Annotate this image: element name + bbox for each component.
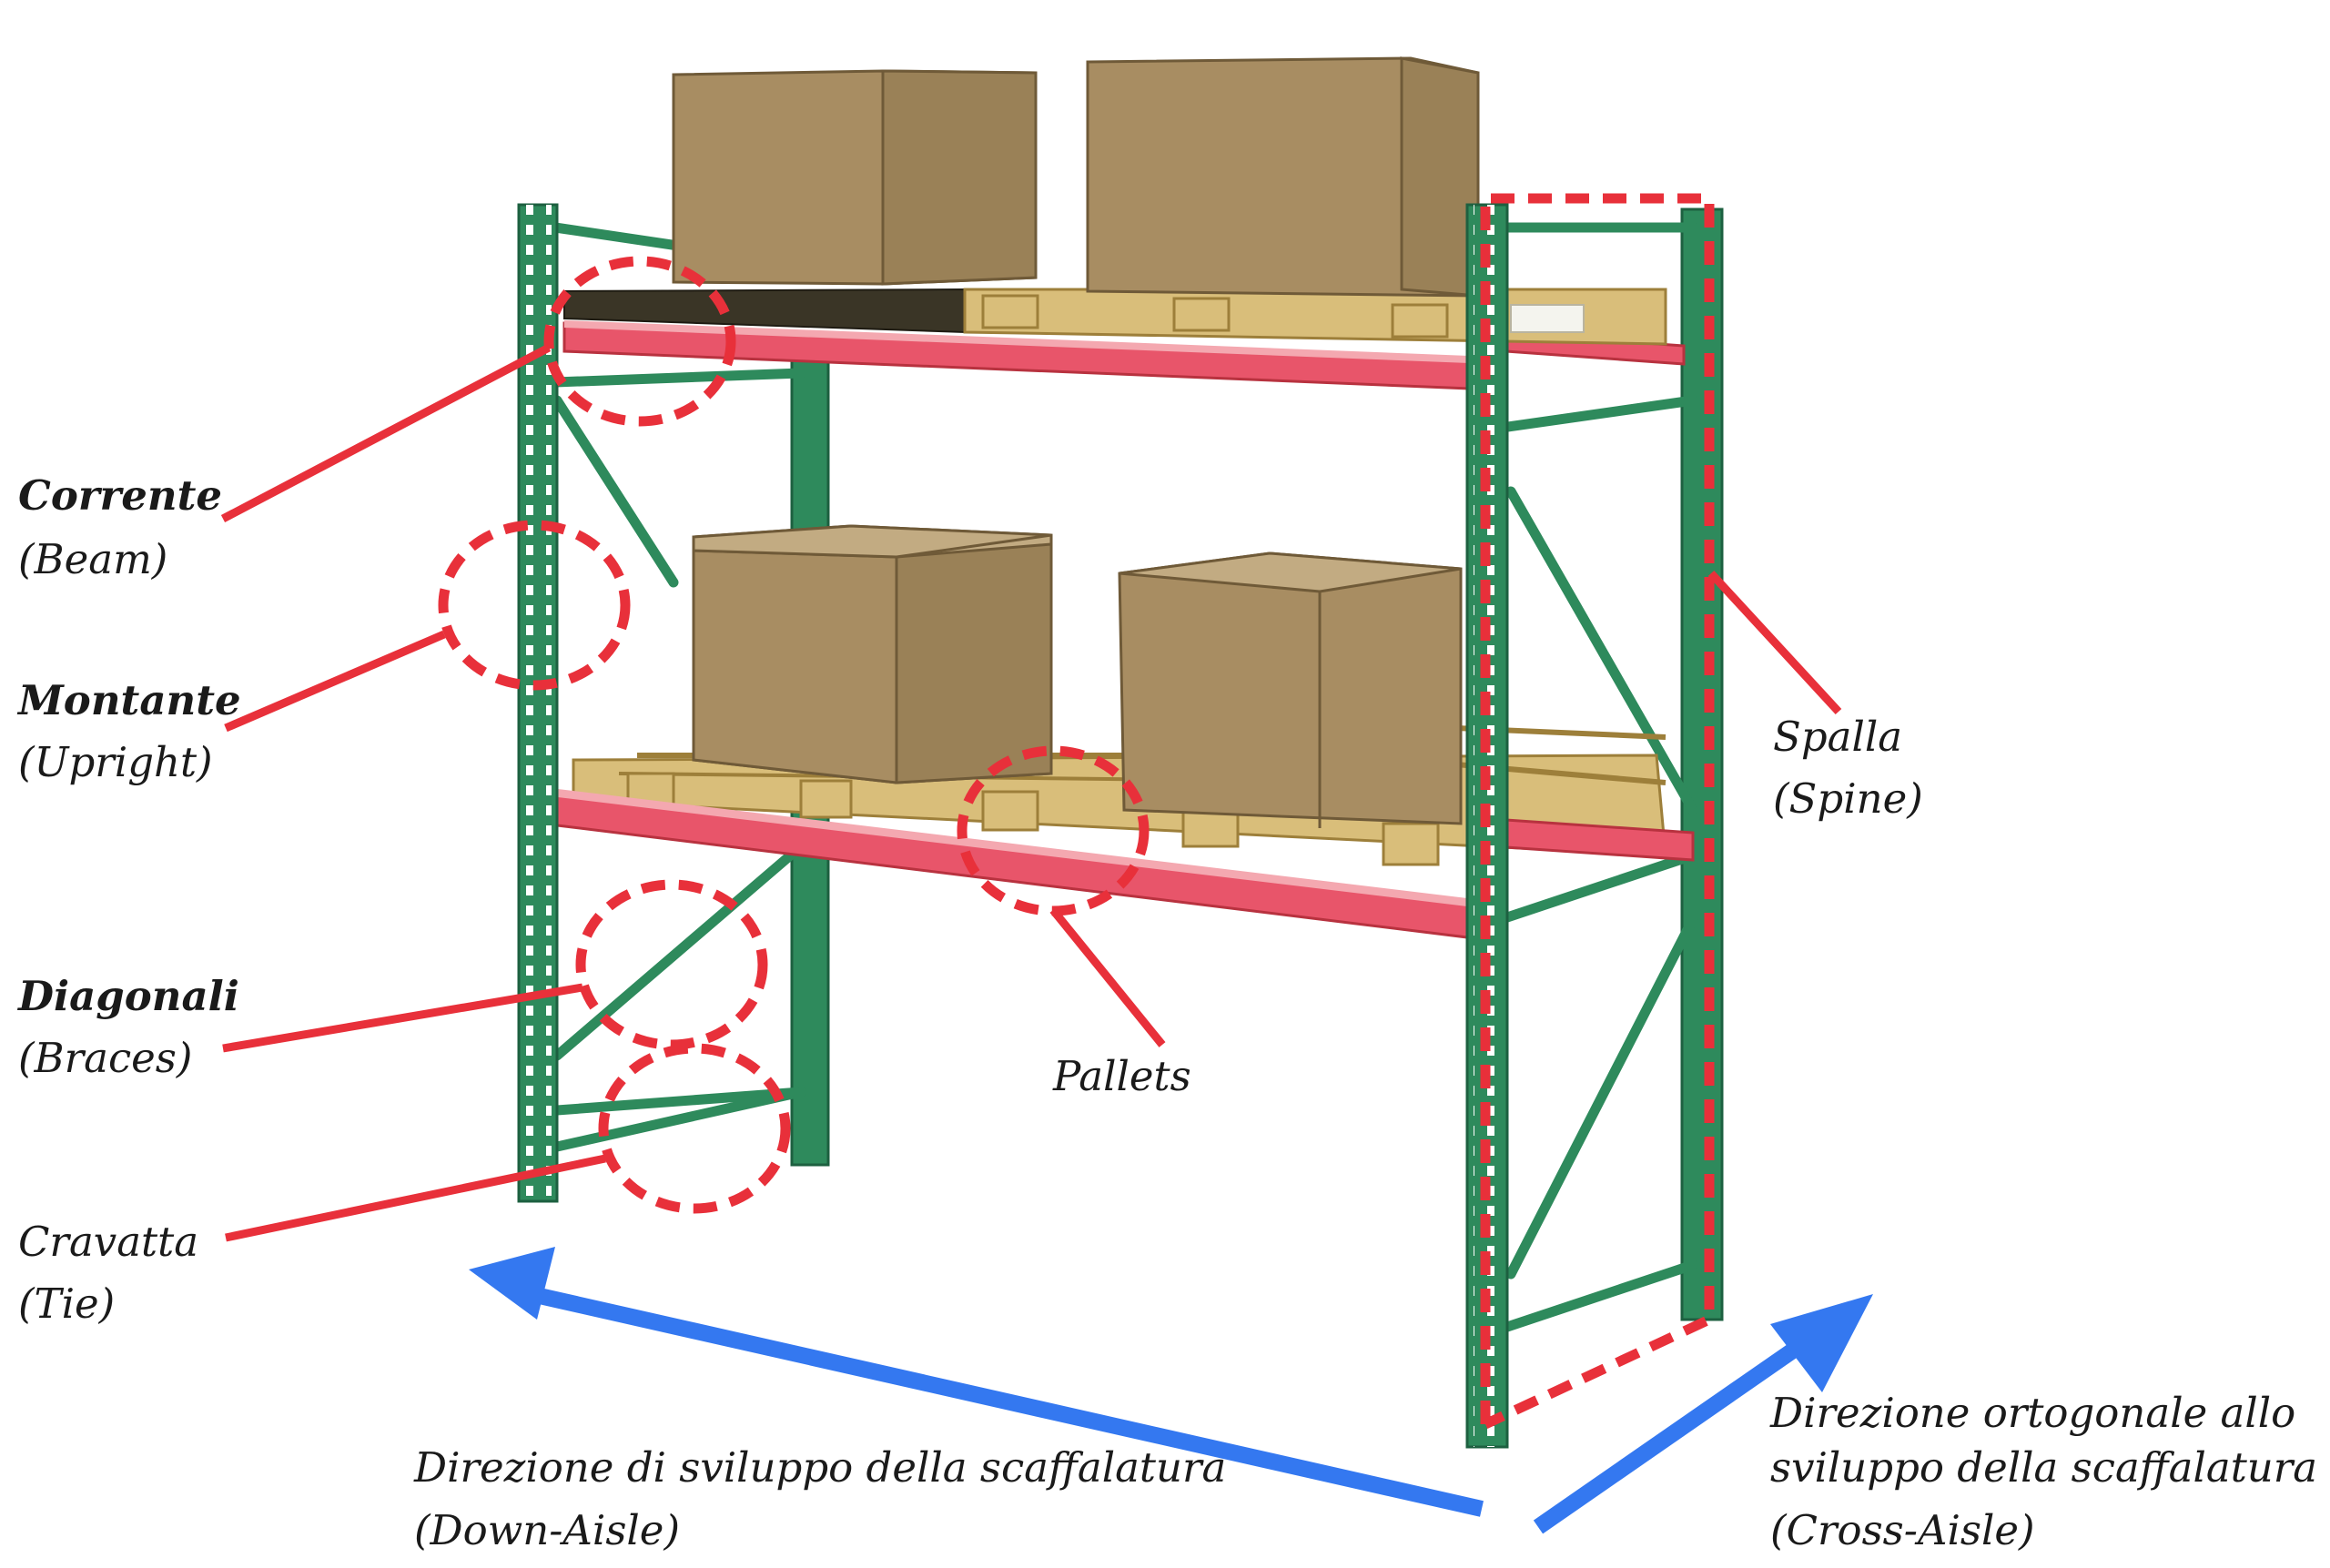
- upright-callout-line: [224, 630, 446, 733]
- top-beams: [562, 320, 1686, 391]
- spine-callout-line: [1707, 570, 1842, 715]
- cross-aisle-label-line3: (Cross-Aisle): [1770, 1506, 2035, 1554]
- bottom-boxes: [692, 524, 1463, 828]
- tie-label: (Tie): [18, 1280, 115, 1328]
- diagonali-label: Diagonali: [16, 972, 239, 1020]
- cravatta-label: Cravatta: [18, 1218, 198, 1266]
- beam-label: (Beam): [18, 535, 167, 583]
- pallets-label: Pallets: [1052, 1052, 1191, 1100]
- braces-label: (Braces): [18, 1034, 192, 1082]
- down-aisle-label-line2: (Down-Aisle): [414, 1506, 680, 1554]
- braces-highlight-ring: [575, 879, 768, 1050]
- spine-label: (Spine): [1773, 774, 1923, 823]
- upright-highlight-ring: [438, 520, 631, 691]
- cross-aisle-arrow: [1533, 1294, 1873, 1534]
- cross-aisle-label-line1: Direzione ortogonale allo: [1769, 1389, 2295, 1437]
- highlight-rings: [438, 193, 1715, 1429]
- rack-structure: [517, 56, 1724, 1449]
- tie-highlight-ring: [598, 1043, 791, 1214]
- callout-lines: [220, 344, 1842, 1242]
- labels: Corrente (Beam) Montante (Upright) Diago…: [16, 471, 2317, 1554]
- upright-label: (Upright): [18, 738, 213, 786]
- box-top-left: [672, 69, 1038, 286]
- braces-callout-line: [222, 983, 583, 1053]
- down-aisle-label-line1: Direzione di sviluppo della scaffalatura: [413, 1443, 1226, 1492]
- top-boxes: [672, 56, 1480, 298]
- box-top-right: [1086, 56, 1480, 298]
- corrente-label: Corrente: [18, 471, 222, 520]
- box-bottom-left: [692, 524, 1053, 784]
- montante-label: Montante: [16, 676, 241, 724]
- spine-highlight-outline: [1480, 193, 1715, 1429]
- tie-callout-line: [225, 1154, 606, 1242]
- beam-callout-line: [220, 344, 552, 522]
- right-frame-braces: [1496, 222, 1698, 1334]
- box-bottom-right: [1118, 551, 1463, 828]
- pallets-callout-line: [1049, 907, 1166, 1047]
- cross-aisle-label-line2: sviluppo della scaffalatura: [1770, 1443, 2317, 1492]
- down-aisle-arrow: [469, 1247, 1484, 1517]
- beam-highlight-ring: [543, 256, 736, 427]
- spalla-label: Spalla: [1773, 713, 1902, 761]
- back-right-upright: [1680, 207, 1724, 1321]
